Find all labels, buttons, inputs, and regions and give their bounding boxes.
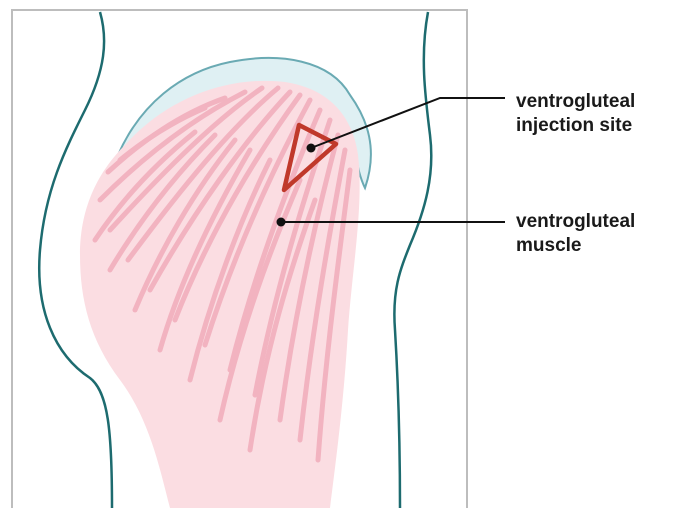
muscle-label: ventrogluteal muscle: [516, 210, 635, 258]
muscle-label-line1: ventrogluteal: [516, 210, 635, 234]
injection-site-label-line2: injection site: [516, 114, 635, 138]
muscle-label-line2: muscle: [516, 234, 635, 258]
injection-site-label: ventrogluteal injection site: [516, 90, 635, 138]
body-outline-right: [394, 12, 431, 508]
injection-site-label-line1: ventrogluteal: [516, 90, 635, 114]
